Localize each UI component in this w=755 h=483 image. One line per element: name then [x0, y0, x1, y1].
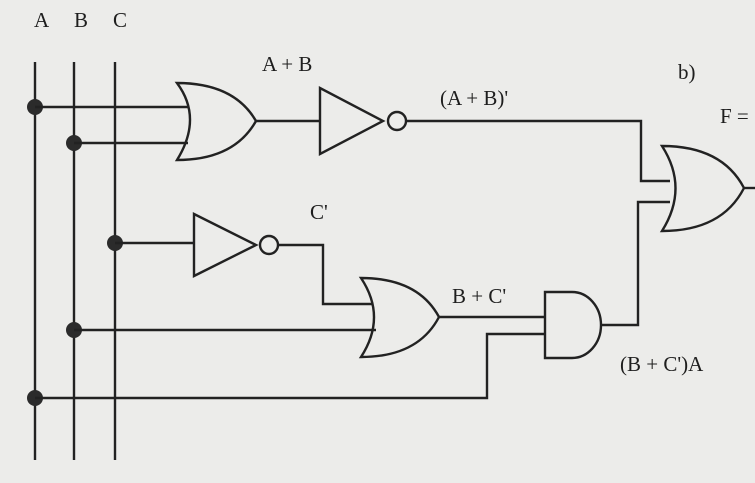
- not-bubble-2: [258, 234, 280, 256]
- or-gate-2: [358, 276, 441, 359]
- label-a-plus-b: A + B: [262, 52, 313, 76]
- label-part-b: b): [678, 60, 696, 84]
- wire-a-to-and: [35, 332, 545, 400]
- input-label-c: C: [113, 8, 128, 32]
- label-b-plus-c-not: B + C': [452, 284, 507, 308]
- input-label-b: B: [74, 8, 89, 32]
- wire-c-not: [278, 243, 372, 306]
- wire-not-a-plus-b: [406, 119, 670, 183]
- label-not-a-plus-b: (A + B)': [440, 86, 509, 110]
- not-gate-2: [192, 212, 259, 278]
- not-gate-1: [318, 86, 386, 156]
- and-gate: [543, 290, 603, 360]
- label-product: (B + C')A: [620, 352, 704, 376]
- input-label-a: A: [34, 8, 50, 32]
- or-gate-1: [174, 81, 258, 162]
- or-gate-final: [659, 144, 746, 233]
- label-c-not: C': [310, 200, 328, 224]
- not-bubble-1: [386, 110, 408, 132]
- wire-and-to-or3: [601, 200, 670, 327]
- label-f-equals: F =: [720, 104, 749, 128]
